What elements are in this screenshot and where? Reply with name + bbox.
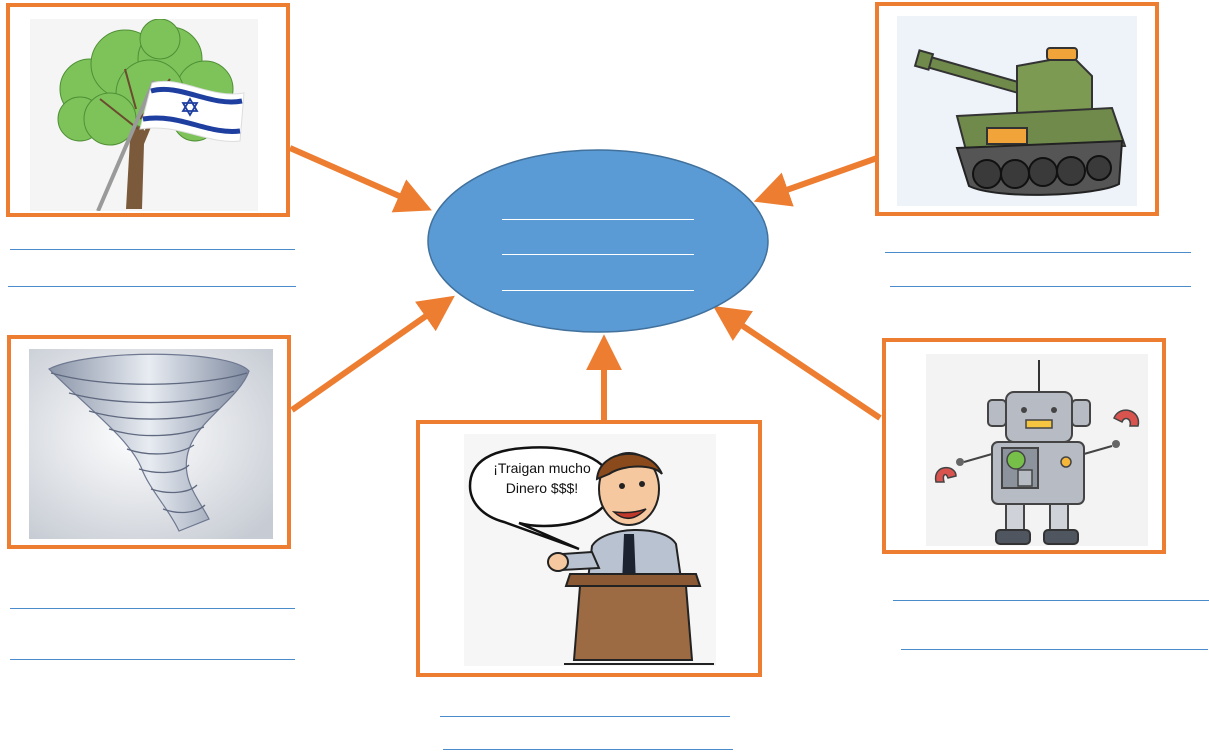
arrow-tank-to-center: [753, 154, 881, 207]
tree-with-flag-icon: [30, 19, 258, 211]
answer-line-tank-1[interactable]: [885, 252, 1191, 253]
answer-line-tree-1[interactable]: [10, 249, 295, 250]
tornado-icon: [29, 349, 273, 539]
answer-line-tornado-2[interactable]: [10, 659, 295, 660]
arrow-tree-to-center: [288, 145, 432, 213]
answer-line-politician-1[interactable]: [440, 716, 730, 717]
answer-line-robot-2[interactable]: [901, 649, 1208, 650]
speech-line-2: Dinero $$$!: [505, 480, 579, 496]
robot-icon: [926, 354, 1148, 546]
answer-line-tree-2[interactable]: [8, 286, 296, 287]
center-concept-ellipse: [426, 148, 770, 334]
center-blank-line-2[interactable]: [502, 254, 694, 255]
panel-tree-flag: [6, 3, 290, 217]
speech-bubble-text: ¡Traigan mucho Dinero $$$!: [478, 458, 606, 498]
answer-line-robot-1[interactable]: [893, 600, 1209, 601]
answer-line-tornado-1[interactable]: [10, 608, 295, 609]
answer-line-tank-2[interactable]: [890, 286, 1191, 287]
center-blank-line-3[interactable]: [502, 290, 694, 291]
center-blank-line-1[interactable]: [502, 219, 694, 220]
answer-line-politician-2[interactable]: [443, 749, 733, 750]
panel-politician: ¡Traigan mucho Dinero $$$!: [416, 420, 762, 677]
tank-icon: [897, 16, 1137, 206]
speech-line-1: ¡Traigan mucho: [493, 460, 591, 476]
arrow-tornado-to-center: [290, 295, 455, 413]
panel-robot: [882, 338, 1166, 554]
panel-tank: [875, 2, 1159, 216]
panel-tornado: [7, 335, 291, 549]
politician-at-podium-icon: [464, 434, 716, 666]
arrow-robot-to-center: [713, 305, 882, 421]
